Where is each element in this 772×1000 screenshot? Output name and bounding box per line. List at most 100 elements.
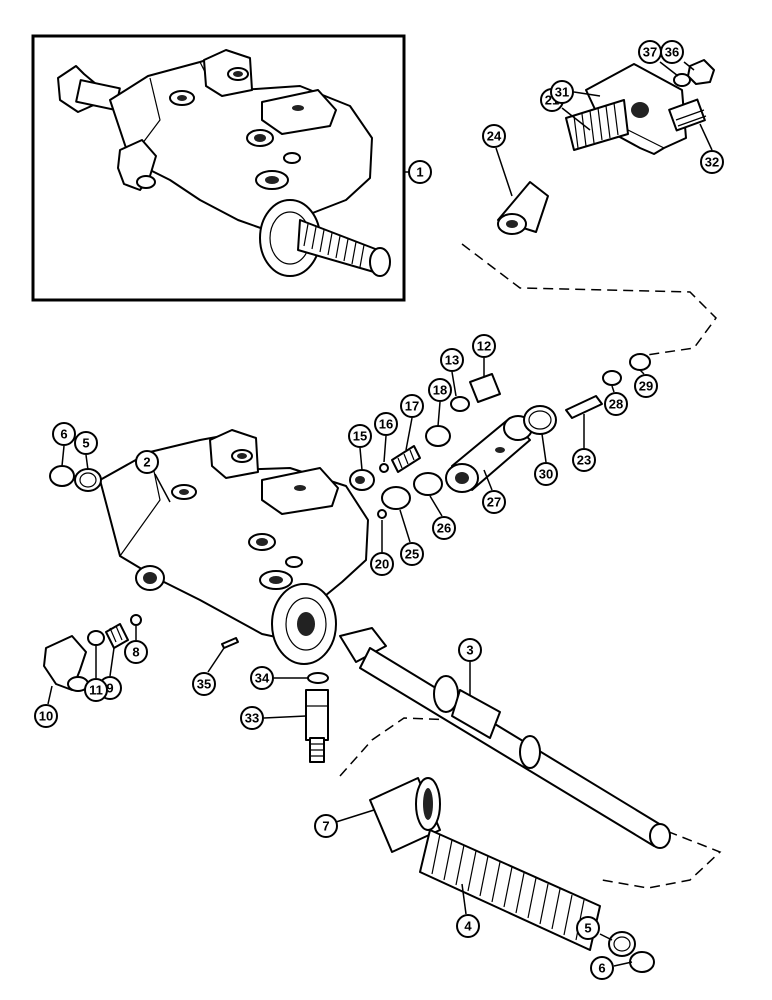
callout-6-left: 6 [52, 422, 76, 446]
part-oring-34 [307, 672, 329, 684]
callout-label: 15 [353, 429, 367, 444]
part-elbow-fitting [43, 635, 89, 692]
callout-label: 7 [322, 819, 329, 834]
callout-label: 2 [143, 455, 150, 470]
part-ring-6b [629, 951, 655, 973]
callout-16: 16 [374, 412, 398, 436]
callout-label: 32 [705, 155, 719, 170]
callout-label: 17 [405, 399, 419, 414]
callout-30: 30 [534, 462, 558, 486]
callout-label: 28 [609, 397, 623, 412]
callout-label: 27 [487, 495, 501, 510]
callout-6-bottom: 6 [590, 956, 614, 980]
part-ring-18 [425, 425, 451, 447]
callout-10: 10 [34, 704, 58, 728]
callout-label: 12 [477, 339, 491, 354]
callout-label: 20 [375, 557, 389, 572]
callout-label: 10 [39, 709, 53, 724]
callout-15: 15 [348, 424, 372, 448]
part-oring-13 [450, 396, 470, 412]
dashed-group-upper [461, 243, 717, 357]
callout-label: 4 [464, 919, 472, 934]
part-ring-29 [629, 353, 651, 371]
callout-33: 33 [240, 706, 264, 730]
callout-label: 6 [598, 961, 605, 976]
callout-label: 34 [255, 671, 270, 686]
callout-8: 8 [124, 640, 148, 664]
callout-label: 25 [405, 547, 419, 562]
callout-3: 3 [458, 638, 482, 662]
callout-label: 29 [639, 379, 653, 394]
callout-label: 23 [577, 453, 591, 468]
callout-label: 11 [89, 683, 103, 698]
callout-label: 16 [379, 417, 393, 432]
callout-5-bottom: 5 [576, 916, 600, 940]
callout-label: 8 [132, 645, 139, 660]
part-spring-small [565, 99, 629, 151]
part-sleeve-small [497, 181, 549, 235]
callout-35: 35 [192, 672, 216, 696]
part-plate [585, 63, 687, 155]
callout-label: 30 [539, 467, 553, 482]
callout-2: 2 [135, 450, 159, 474]
callout-label: 9 [106, 681, 113, 696]
part-sleeve-large [369, 777, 441, 853]
part-plug-12 [469, 373, 501, 403]
part-ring-5b [608, 931, 636, 957]
callout-20: 20 [370, 552, 394, 576]
part-plunger-33 [305, 689, 329, 763]
callout-11: 11 [84, 678, 108, 702]
callout-12: 12 [472, 334, 496, 358]
callout-label: 35 [197, 677, 211, 692]
part-ring-25 [381, 486, 411, 510]
callout-18: 18 [428, 378, 452, 402]
part-ring-6a [49, 465, 75, 487]
part-ring-5a [74, 468, 102, 492]
part-nut-36 [687, 59, 715, 85]
callout-37: 37 [638, 40, 662, 64]
callout-label: 6 [60, 427, 67, 442]
callout-label: 31 [555, 85, 569, 100]
callout-1: 1 [408, 160, 432, 184]
callout-25: 25 [400, 542, 424, 566]
part-stem-23 [565, 395, 603, 419]
callout-26: 26 [432, 516, 456, 540]
part-seat-15 [349, 469, 375, 491]
callout-label: 26 [437, 521, 451, 536]
callout-7: 7 [314, 814, 338, 838]
callout-label: 3 [466, 643, 473, 658]
callout-label: 13 [445, 353, 459, 368]
part-ring-28 [602, 370, 622, 386]
part-spool-shaft [339, 627, 671, 849]
inset-spring [297, 219, 391, 277]
part-spring-9 [105, 623, 129, 649]
part-pin-35 [221, 637, 239, 649]
part-oring-11 [87, 630, 105, 646]
callout-34: 34 [250, 666, 274, 690]
callout-label: 1 [416, 165, 423, 180]
callout-5-left: 5 [74, 431, 98, 455]
part-washer-37 [673, 73, 691, 87]
part-ring-26 [413, 472, 443, 496]
callout-label: 5 [584, 921, 591, 936]
leader-lines [47, 61, 713, 967]
part-bolt-32 [668, 98, 707, 132]
callout-13: 13 [440, 348, 464, 372]
part-washer-30 [523, 405, 557, 435]
callout-4: 4 [456, 914, 480, 938]
callout-36: 36 [660, 40, 684, 64]
callout-32: 32 [700, 150, 724, 174]
part-ball-16 [379, 463, 389, 473]
callout-label: 37 [643, 45, 657, 60]
callout-17: 17 [400, 394, 424, 418]
callout-label: 18 [433, 383, 447, 398]
part-valve-body [99, 429, 369, 665]
callout-label: 36 [665, 45, 679, 60]
callout-23: 23 [572, 448, 596, 472]
part-spring-17 [391, 445, 421, 473]
dashed-group-lower [339, 717, 722, 889]
assembly-inset [31, 34, 406, 302]
callout-label: 5 [82, 436, 89, 451]
part-spring-large [419, 829, 601, 951]
